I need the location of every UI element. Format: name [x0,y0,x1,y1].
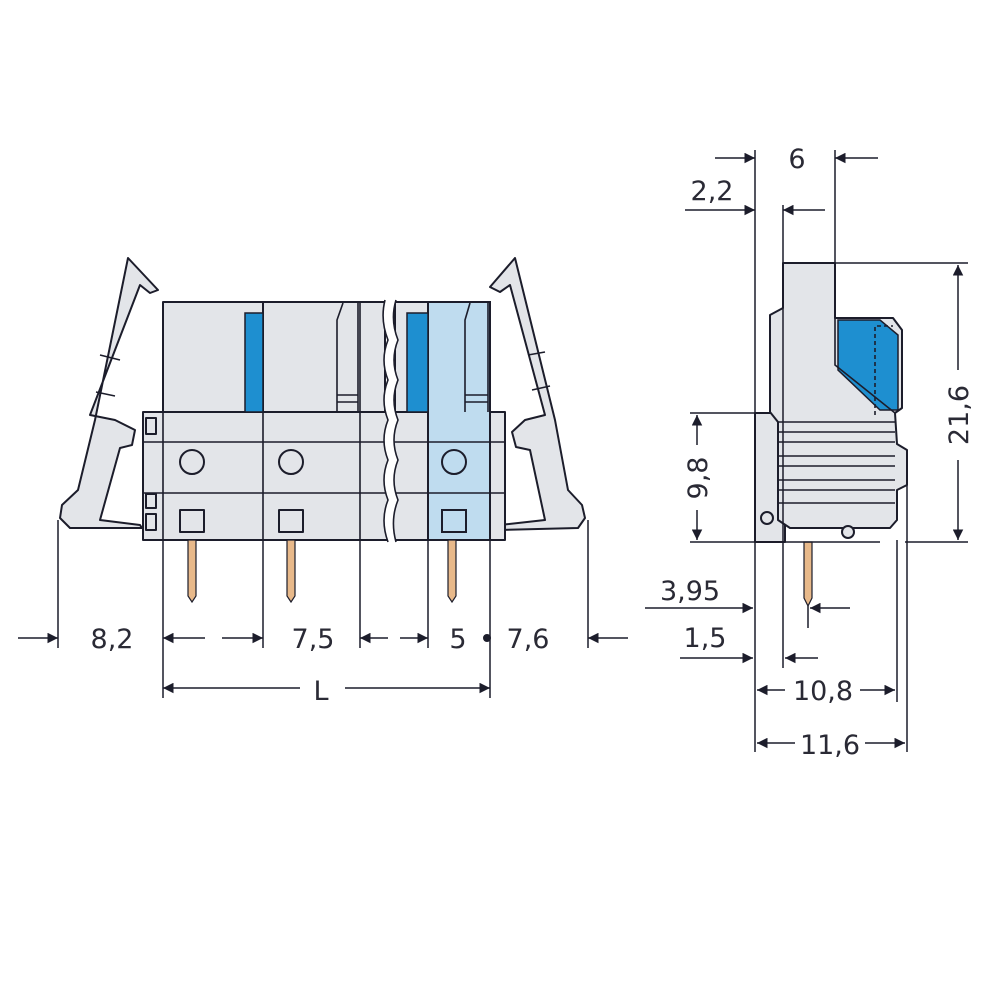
left-release-lever [59,257,159,529]
dim-top-offset: 2,2 [691,176,734,207]
dim-total-depth: 11,6 [800,730,860,761]
test-hole [179,449,205,475]
dim-lever-left: 8,2 [91,624,134,655]
solder-pin [447,539,457,604]
right-release-lever [489,257,586,531]
dim-lever-right: 7,6 [507,624,550,655]
dim-length: L [313,676,328,707]
actuator-button [244,312,264,413]
dim-pitch: 7,5 [292,624,335,655]
module-2-top [262,301,386,413]
front-view: 8,2 7,5 5 7,6 L [18,257,628,707]
dim-offset: 5 [449,624,466,655]
dim-top-width: 6 [788,144,805,175]
test-hole [278,449,304,475]
actuator-button [406,312,429,413]
side-view: 6 2,2 21,6 9,8 3,95 1,5 10,8 11,6 [645,144,975,761]
dim-total-height: 21,6 [944,385,975,445]
solder-pin [187,539,197,604]
dim-body-depth: 10,8 [793,676,853,707]
solder-pin [803,541,813,608]
highlighted-module [427,301,491,541]
solder-pin [286,539,296,604]
dim-base-offset: 1,5 [684,623,727,654]
side-actuator [837,319,899,411]
dim-lower-height: 9,8 [683,457,714,500]
dim-pin-offset: 3,95 [660,576,720,607]
test-hole [441,449,467,475]
